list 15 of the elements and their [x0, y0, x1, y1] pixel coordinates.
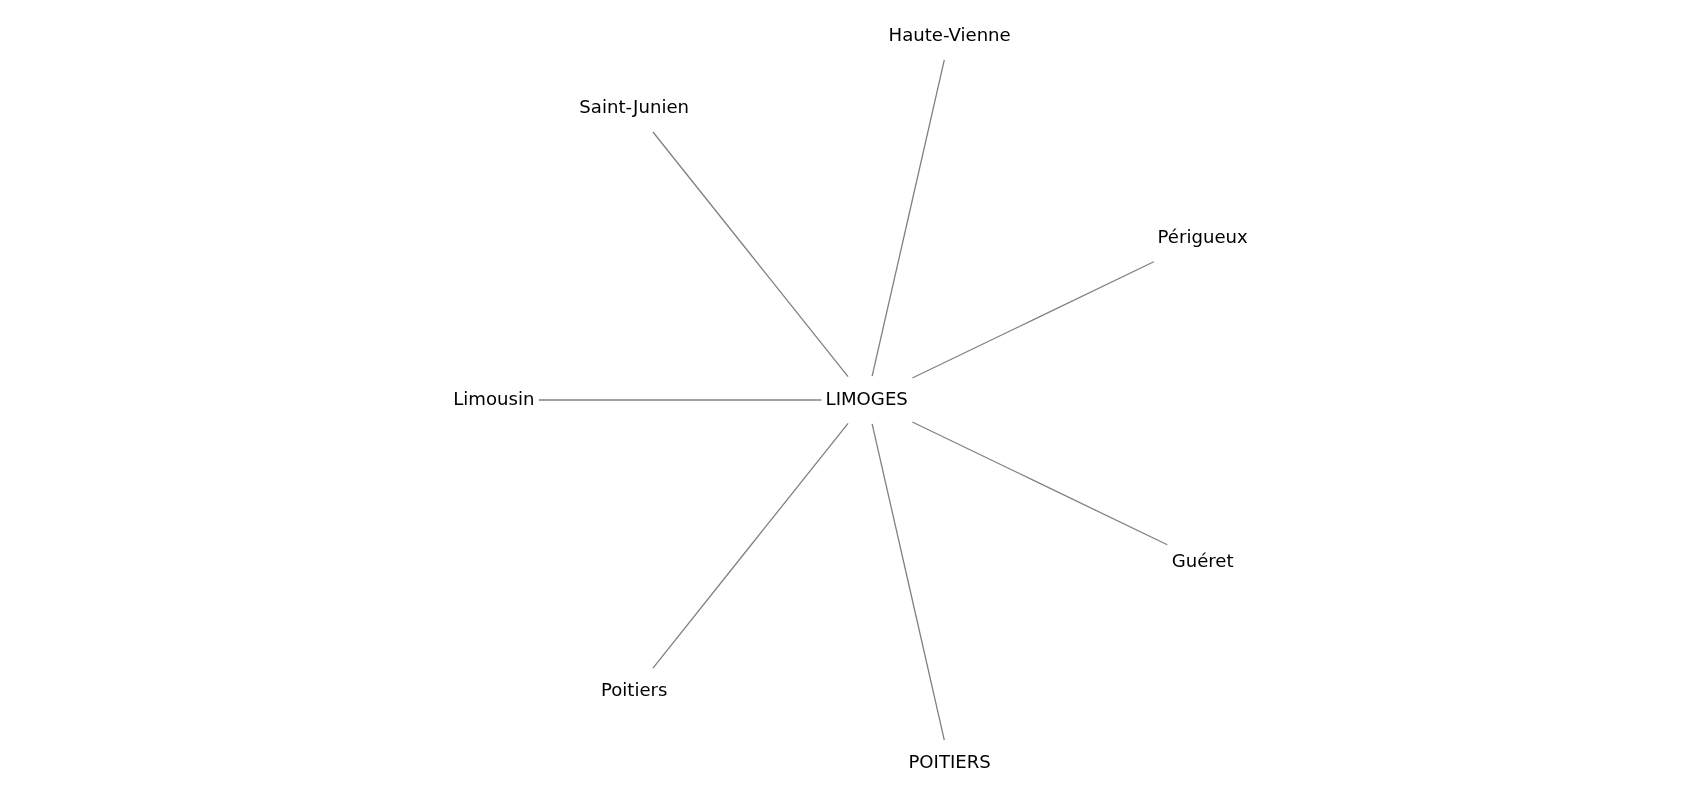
- node-text: Poitiers: [600, 679, 667, 701]
- node-text: Haute-Vienne: [888, 24, 1011, 46]
- connector: [911, 261, 1154, 379]
- node-text: Saint-Junien: [578, 96, 689, 118]
- connector: [651, 131, 849, 378]
- connector: [871, 59, 945, 377]
- node-text: LIMOGES: [825, 387, 908, 409]
- node-text: Guéret: [1171, 549, 1234, 571]
- connector: [537, 399, 822, 401]
- node-text: POITIERS: [907, 751, 991, 773]
- connector: [911, 421, 1168, 546]
- node-text: Périgueux: [1157, 226, 1248, 248]
- node-text: Limousin: [452, 387, 534, 409]
- connector: [871, 423, 945, 741]
- connector: [651, 422, 849, 669]
